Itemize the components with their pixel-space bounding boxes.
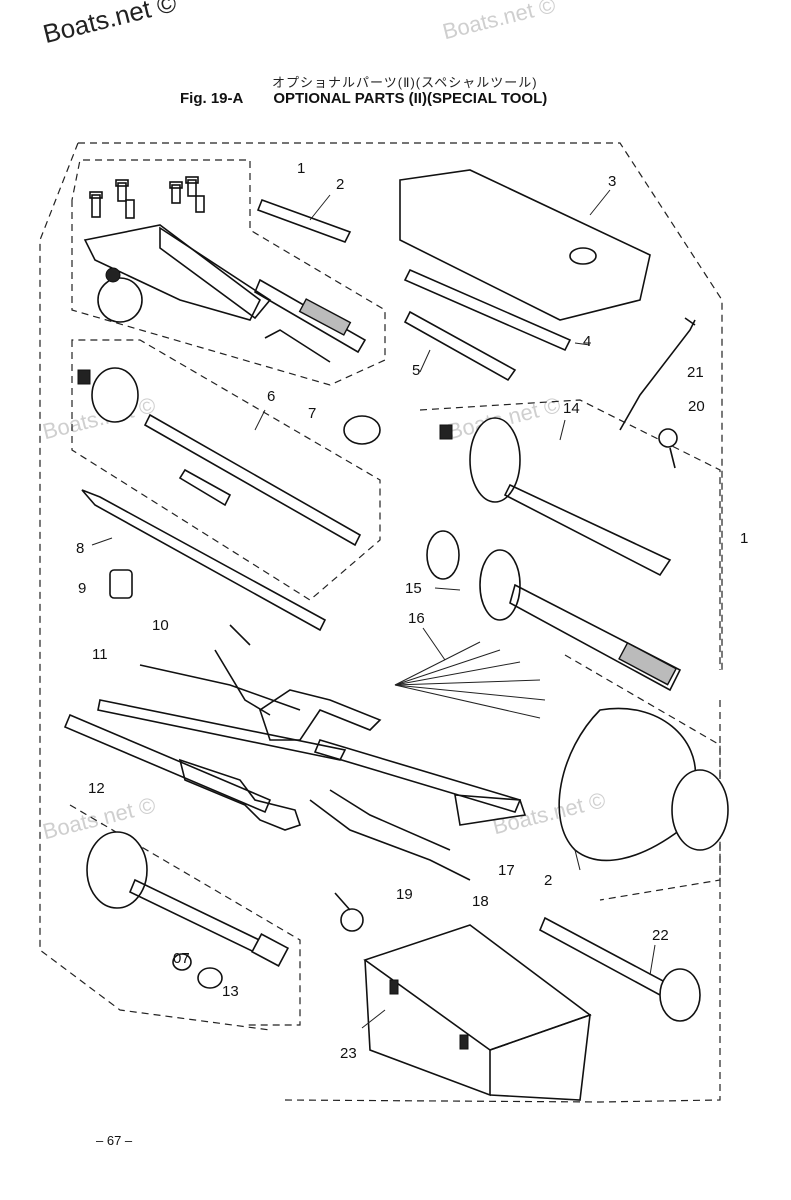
leader-22 — [649, 944, 656, 976]
part-6-threaded-rod — [143, 413, 362, 547]
part-1-bolts — [89, 176, 205, 219]
callout-9: 9 — [78, 580, 87, 597]
part-18-pliers — [309, 789, 471, 881]
leader-4 — [574, 342, 591, 346]
part-5-rod — [403, 310, 517, 382]
part-9-block — [109, 569, 133, 599]
part-23-case-top — [363, 924, 592, 1051]
group-box-12 — [69, 804, 301, 1026]
part-1-nut — [105, 267, 121, 283]
part-15-shaft — [509, 583, 682, 692]
leader-14 — [559, 419, 566, 441]
part-22-gear — [659, 968, 701, 1022]
callout-21: 21 — [687, 364, 704, 381]
callout-14: 14 — [563, 400, 580, 417]
leader-2 — [309, 194, 331, 221]
part-11-clamp — [178, 758, 302, 831]
callout-2: 2 — [336, 176, 345, 193]
part-14-disc — [469, 417, 521, 503]
group-box-kit-1 — [71, 159, 386, 386]
callout-23: 23 — [340, 1045, 357, 1062]
figure-title: Fig. 19-A OPTIONAL PARTS (II)(SPECIAL TOO… — [180, 90, 577, 107]
part-07-washer — [172, 953, 192, 971]
part-14-nut — [439, 424, 453, 440]
callout-18: 18 — [472, 893, 489, 910]
part-2-shaft — [256, 198, 352, 243]
part-1-long-plate — [159, 226, 272, 320]
callout-1b: 1 — [740, 530, 749, 547]
callout-7: 7 — [308, 405, 317, 422]
part-23-latch-right — [459, 1034, 469, 1050]
part-17-tool — [313, 739, 522, 813]
part-3-plate — [399, 169, 651, 321]
part-1-knurl — [298, 298, 352, 336]
part-11-bar — [97, 699, 347, 761]
callout-6: 6 — [267, 388, 276, 405]
part-23-case-side — [489, 1013, 591, 1101]
callout-22: 22 — [652, 927, 669, 944]
part-21-rod — [619, 317, 696, 431]
part-10-pliers — [139, 624, 301, 716]
part-7-cup — [343, 415, 381, 445]
callout-2b: 2 — [544, 872, 553, 889]
callout-3: 3 — [608, 173, 617, 190]
part-11-tool — [63, 713, 272, 814]
part-17-clamp — [454, 794, 527, 826]
callout-19: 19 — [396, 886, 413, 903]
callout-20: 20 — [688, 398, 705, 415]
part-12-handle — [250, 933, 290, 967]
callout-8: 8 — [76, 540, 85, 557]
part-1-hex-key — [264, 329, 331, 363]
callout-13: 13 — [222, 983, 239, 1000]
leader-6 — [254, 409, 266, 431]
part-15-knurl — [618, 641, 678, 686]
part-8-bar — [81, 489, 327, 632]
callout-07: 07 — [173, 950, 190, 967]
part-13-washer — [197, 967, 223, 989]
leader-15 — [434, 587, 461, 591]
part-1-plate — [83, 224, 262, 321]
figure-caption: OPTIONAL PARTS (II)(SPECIAL TOOL) — [273, 90, 548, 107]
leader-3 — [589, 189, 611, 216]
part-6-bushing — [178, 468, 232, 507]
callout-1: 1 — [297, 160, 306, 177]
part-15-disc-large — [479, 549, 521, 621]
part-2-housing — [558, 707, 697, 862]
part-19-stem — [334, 892, 351, 911]
callout-11: 11 — [92, 646, 108, 663]
callout-10: 10 — [152, 617, 169, 634]
callout-15: 15 — [405, 580, 422, 597]
part-10-bracket — [259, 689, 382, 741]
leader-8 — [91, 537, 113, 546]
part-15-disc-small — [426, 530, 460, 580]
part-4-rod — [403, 268, 572, 352]
part-6-nut — [77, 369, 91, 385]
part-23-latch-left — [389, 979, 399, 995]
part-19-eyebolt — [340, 908, 364, 932]
callout-12: 12 — [88, 780, 105, 797]
part-1-flange — [97, 277, 143, 323]
title-japanese: オプショナルパーツ(Ⅱ)(スペシャルツール) — [272, 75, 538, 90]
figure-number: Fig. 19-A — [180, 90, 244, 107]
part-2-housing-bore — [671, 769, 729, 851]
leader-16 — [422, 627, 446, 661]
leader-23 — [361, 1009, 386, 1029]
part-23-case-front — [364, 959, 491, 1097]
group-box-6 — [71, 339, 381, 601]
callout-16: 16 — [408, 610, 425, 627]
part-3-boss — [569, 247, 597, 265]
callout-17: 17 — [498, 862, 515, 879]
leader-5 — [419, 349, 431, 373]
page-number: – 67 – — [96, 1133, 133, 1148]
part-14-rod — [503, 483, 672, 577]
leader-2-right — [574, 849, 581, 871]
callout-5: 5 — [412, 362, 421, 379]
part-20-eyebolt — [658, 428, 678, 448]
part-22-shaft — [538, 916, 667, 997]
part-6-disc — [91, 367, 139, 423]
part-20-eyebolt-stem — [669, 447, 676, 469]
callout-4: 4 — [583, 333, 592, 350]
part-16-feeler-gauge — [394, 641, 546, 719]
